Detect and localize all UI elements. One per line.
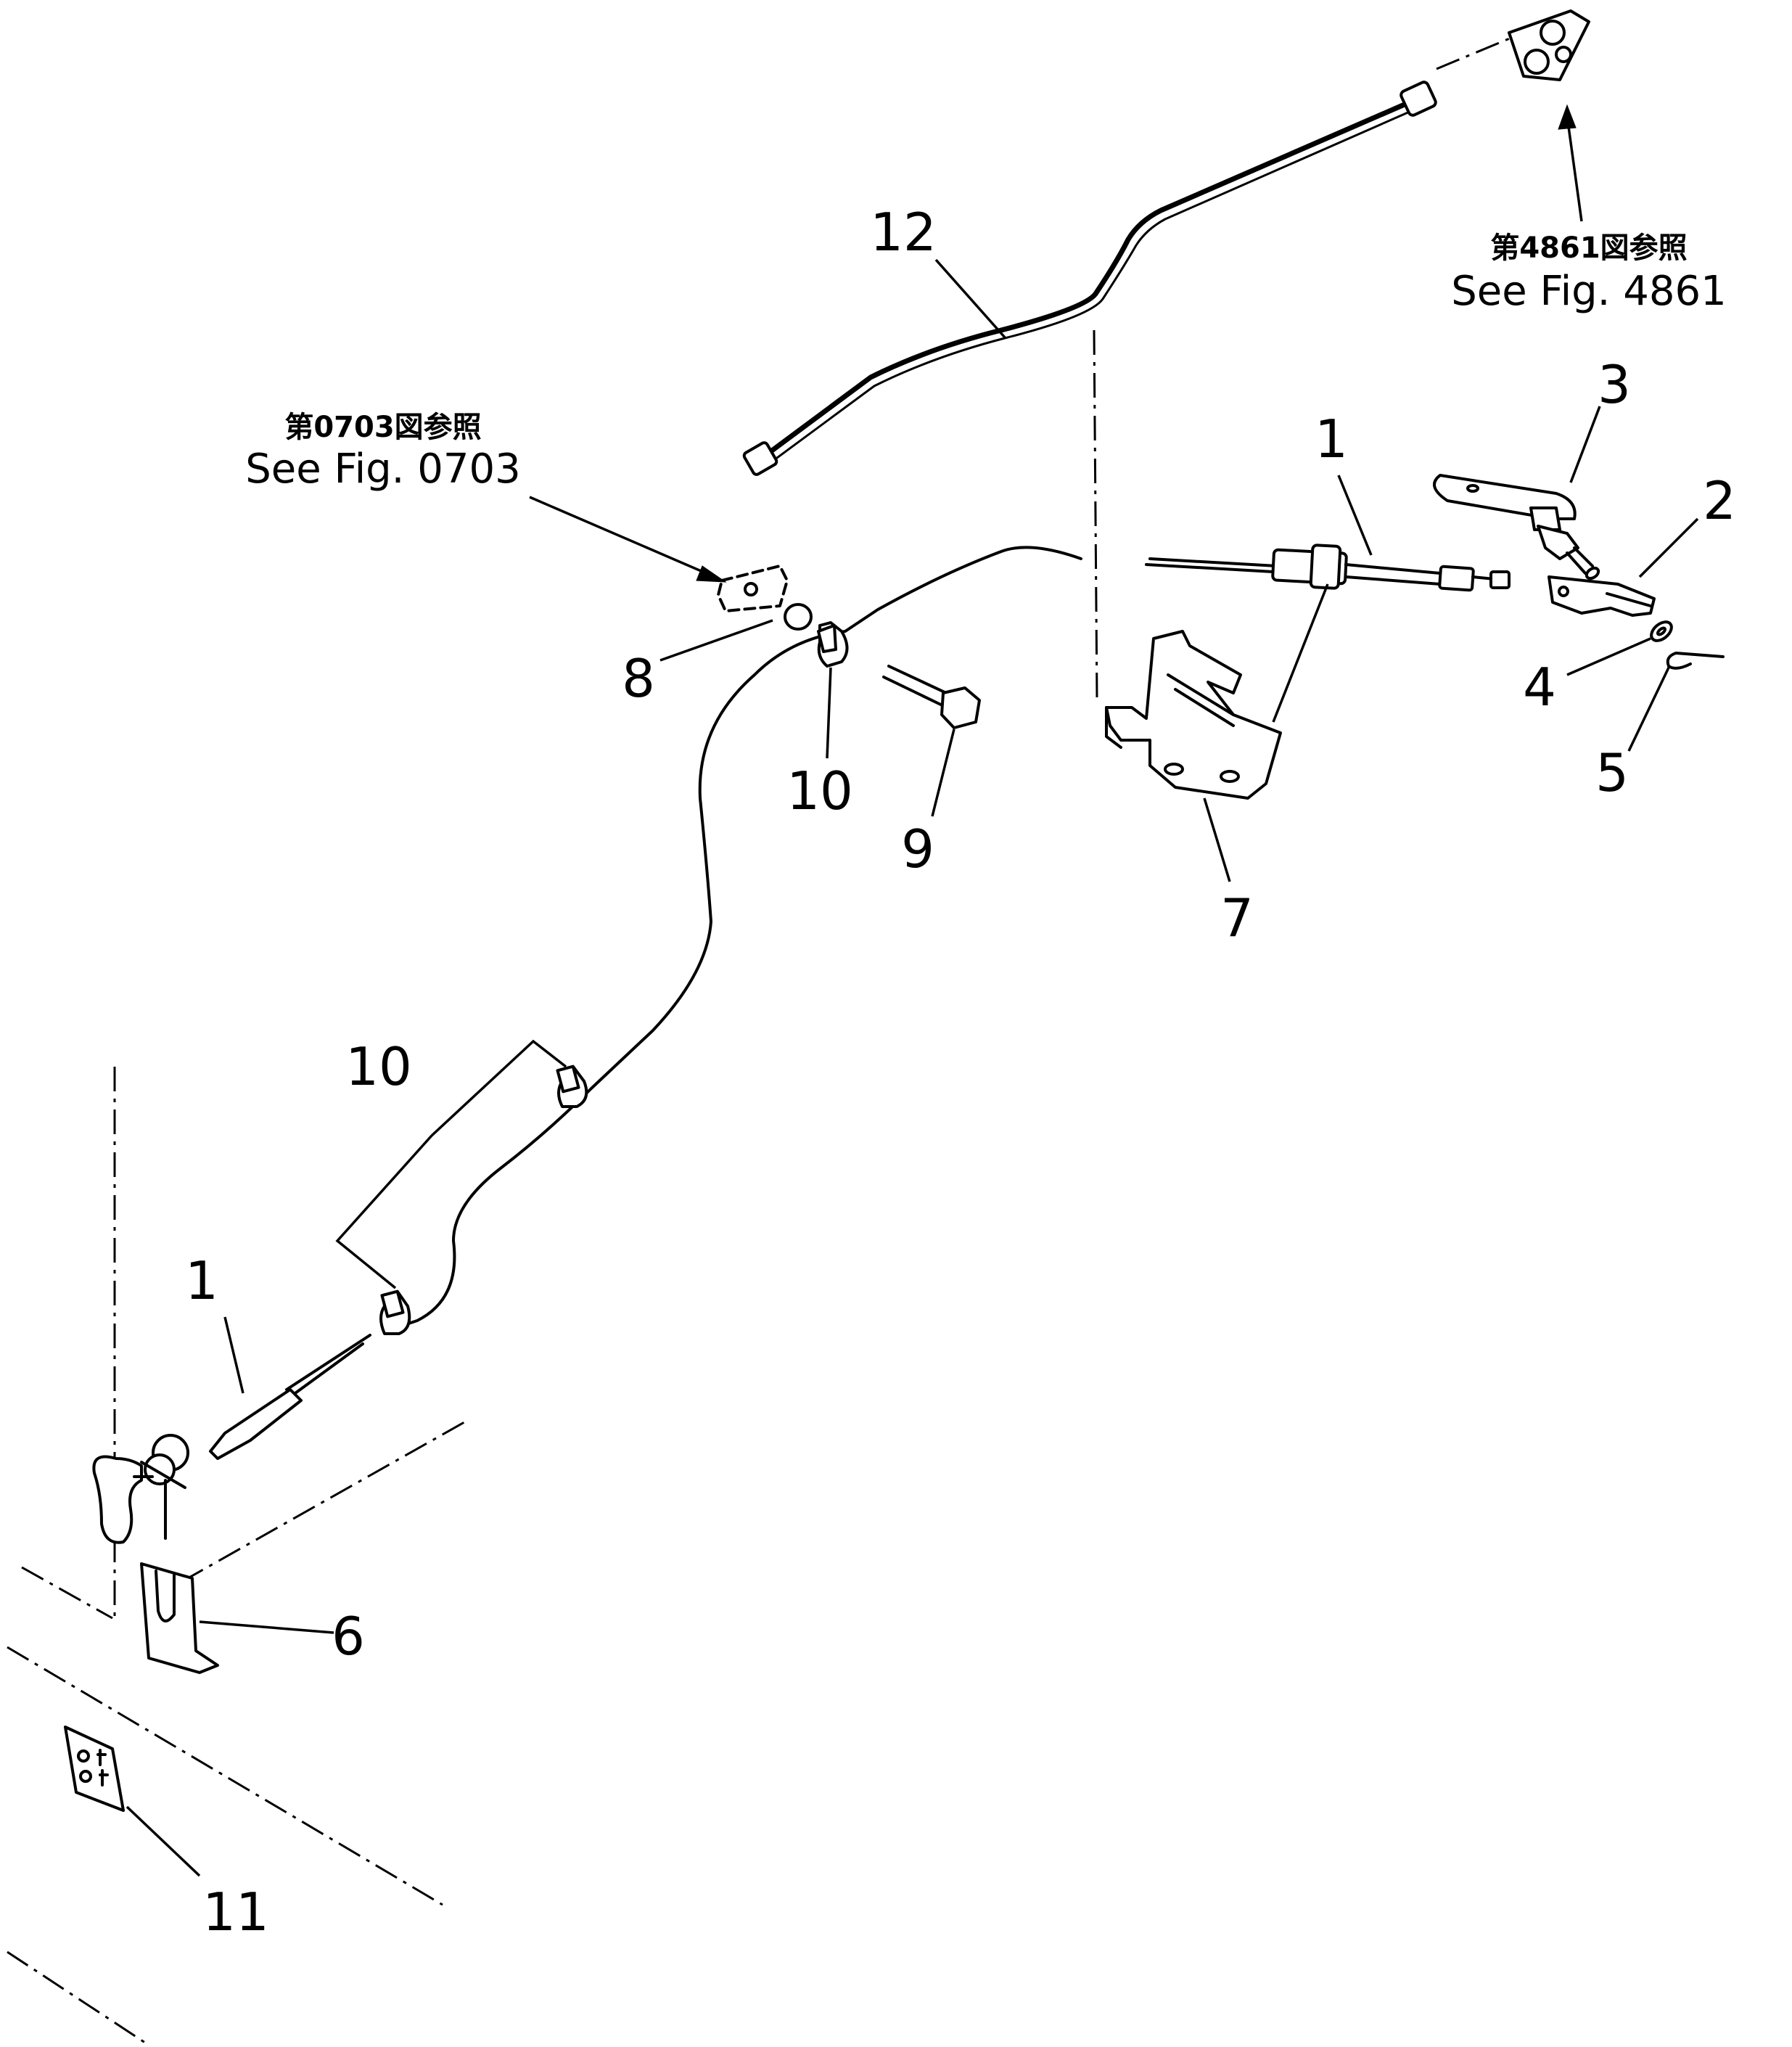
ref-4861-en: See Fig. 4861 — [1451, 268, 1727, 315]
part-12-pipe — [742, 81, 1437, 476]
reference-notes: 第4861図参照 See Fig. 4861 第0703図参照 See Fig.… — [245, 231, 1727, 493]
part-4-washer — [1650, 620, 1673, 642]
part-5-cotter-pin — [1666, 652, 1725, 670]
label-5: 5 — [1595, 742, 1629, 803]
callout-labels: 12 3 1 2 4 5 8 10 9 7 10 1 6 11 — [185, 202, 1736, 1943]
part-10-clamp-top — [817, 621, 849, 668]
label-11: 11 — [202, 1882, 269, 1943]
part-3-lever — [1433, 474, 1600, 581]
leader-lines — [126, 104, 1699, 1877]
part-11-plate — [64, 1726, 125, 1812]
ref-0703-jp: 第0703図参照 — [284, 411, 481, 444]
ref-4861-jp: 第4861図参照 — [1490, 231, 1687, 265]
fig-0703-plate — [717, 565, 789, 612]
part-2-yoke — [1548, 575, 1656, 617]
label-1-top: 1 — [1315, 409, 1348, 469]
part-1-cable — [92, 543, 1511, 1544]
label-12: 12 — [870, 202, 937, 263]
fig-4861-fitting — [1508, 9, 1590, 81]
part-10-clamp-mid — [379, 1064, 588, 1335]
part-8-spacer — [784, 603, 813, 631]
label-9: 9 — [901, 819, 934, 879]
label-2: 2 — [1703, 470, 1736, 531]
label-4: 4 — [1523, 657, 1556, 718]
label-10-top: 10 — [786, 760, 853, 821]
label-3: 3 — [1598, 354, 1631, 415]
part-7-bracket — [1105, 630, 1282, 800]
label-7: 7 — [1220, 887, 1254, 948]
label-6: 6 — [332, 1606, 365, 1667]
label-10-mid: 10 — [345, 1036, 412, 1097]
part-9-bolt — [882, 665, 981, 729]
ref-0703-en: See Fig. 0703 — [245, 446, 521, 493]
label-8: 8 — [622, 648, 655, 709]
label-1-bottom: 1 — [185, 1250, 218, 1311]
reference-lines — [7, 31, 1524, 2044]
part-6-bracket — [140, 1479, 219, 1674]
